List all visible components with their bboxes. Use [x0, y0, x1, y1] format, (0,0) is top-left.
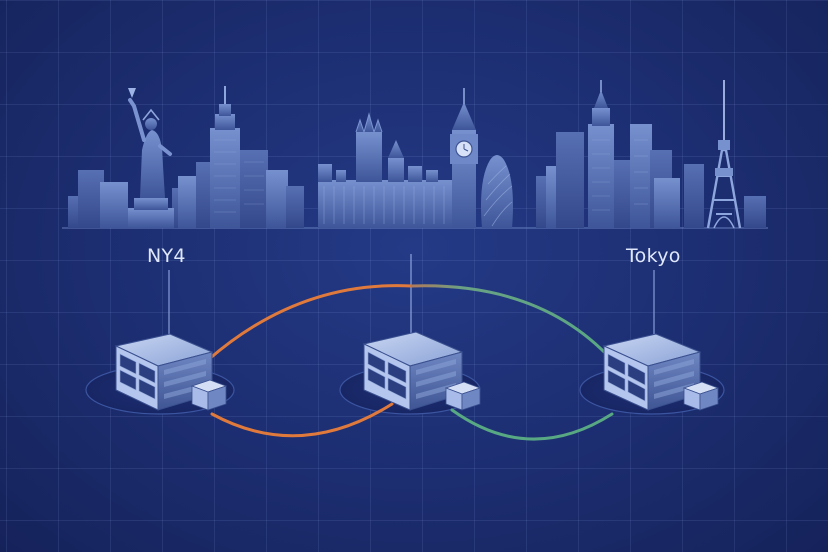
ny4-datacenter-icon — [114, 333, 228, 411]
site-label-tokyo: Tokyo — [626, 245, 681, 267]
link-ny4-london-upper — [206, 284, 414, 362]
tokyo-datacenter-icon — [602, 333, 720, 411]
site-label-ny4: NY4 — [147, 245, 186, 267]
london-datacenter-icon — [362, 331, 482, 411]
new-york-skyline — [68, 86, 304, 228]
statue-of-liberty-icon — [128, 88, 174, 228]
link-london-tokyo-upper — [410, 284, 614, 362]
tokyo-tower-icon — [706, 80, 742, 229]
link-london-tokyo-lower — [450, 408, 614, 441]
gherkin-icon — [481, 155, 513, 228]
big-ben-icon — [450, 88, 478, 228]
tokyo-skyline — [536, 80, 766, 229]
london-skyline — [318, 88, 513, 228]
link-ny4-london-lower — [210, 402, 394, 438]
